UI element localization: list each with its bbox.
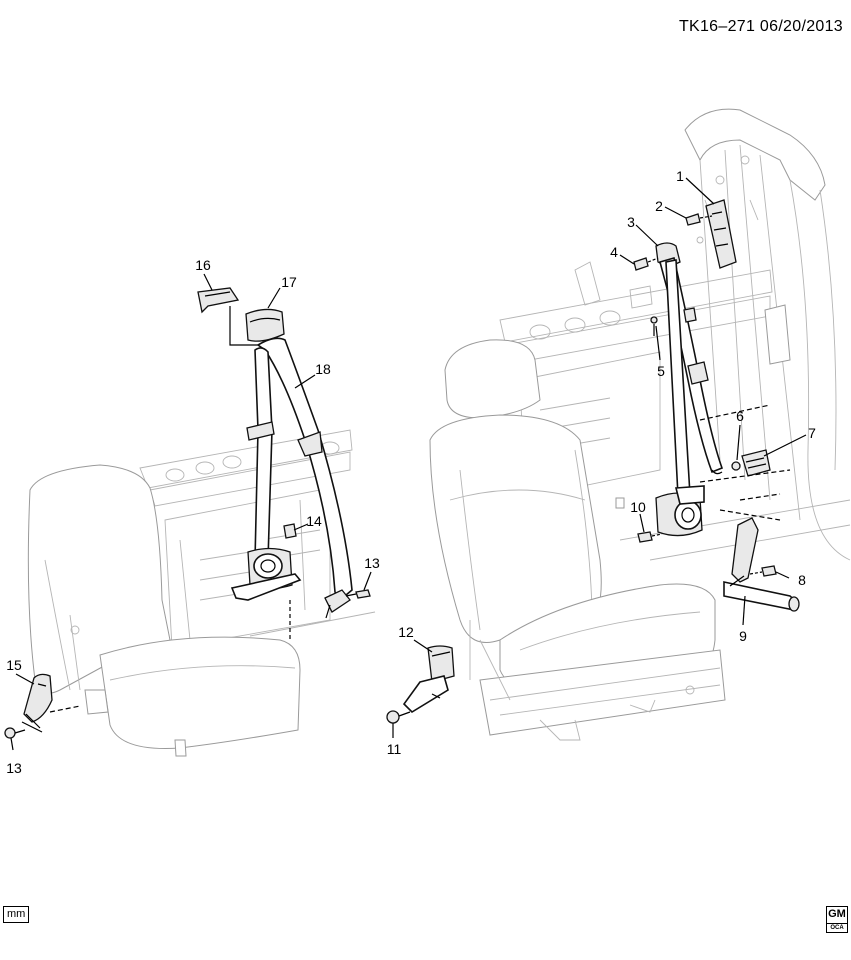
rear-bolt-13-lower (4, 727, 26, 739)
logo-top-text: GM (828, 908, 846, 920)
callout-numbers: 1 2 3 4 5 6 7 8 9 10 11 12 13 13 14 15 1… (6, 168, 816, 776)
unit-indicator: mm (3, 906, 30, 923)
callout-13-upper: 13 (364, 555, 380, 571)
rear-bolt-13-upper (345, 589, 371, 599)
front-seat-right (429, 339, 726, 741)
callout-4: 4 (610, 244, 618, 260)
front-bolt-8 (749, 565, 777, 577)
rear-guide-cover-16 (197, 287, 240, 314)
rear-seat-belt-18 (230, 337, 353, 619)
document-id: TK16–271 06/20/2013 (678, 18, 843, 35)
retractor-bolt-10 (615, 497, 663, 543)
callout-1: 1 (676, 168, 684, 184)
callout-3: 3 (627, 214, 635, 230)
callout-12: 12 (398, 624, 414, 640)
rear-buckle-15 (21, 673, 81, 733)
callout-11: 11 (387, 741, 402, 757)
callout-10: 10 (630, 499, 646, 515)
callout-9: 9 (739, 628, 747, 644)
callout-13-lower: 13 (6, 760, 22, 776)
rear-guide-cap-17 (245, 308, 285, 342)
callout-2: 2 (655, 198, 663, 214)
front-seat-belt-3 (655, 242, 724, 537)
guide-bolt-4 (633, 257, 659, 271)
callout-7: 7 (808, 425, 816, 441)
gm-logo-icon: GM OCA (826, 906, 848, 933)
adjuster-bolt-2 (685, 213, 713, 226)
buckle-pretensioner-9 (723, 517, 800, 612)
callout-5: 5 (657, 363, 665, 379)
callout-15: 15 (6, 657, 22, 673)
anchor-cover-7 (699, 449, 791, 483)
cab-background-left (139, 429, 376, 649)
rear-belt-clip-14 (283, 523, 297, 539)
callout-leaders (10, 177, 807, 751)
buckle-12 (402, 645, 455, 714)
callout-8: 8 (798, 572, 806, 588)
callout-18: 18 (315, 361, 331, 377)
height-adjuster-1 (705, 199, 737, 269)
buckle-bolt-11 (386, 710, 411, 724)
callout-16: 16 (195, 257, 211, 273)
callout-6: 6 (736, 408, 744, 424)
logo-bottom-text: OCA (827, 923, 847, 932)
rear-seat-left (27, 464, 301, 757)
nut-6 (731, 461, 741, 471)
pin-5 (650, 316, 658, 336)
callout-17: 17 (281, 274, 297, 290)
callout-14: 14 (306, 513, 322, 529)
